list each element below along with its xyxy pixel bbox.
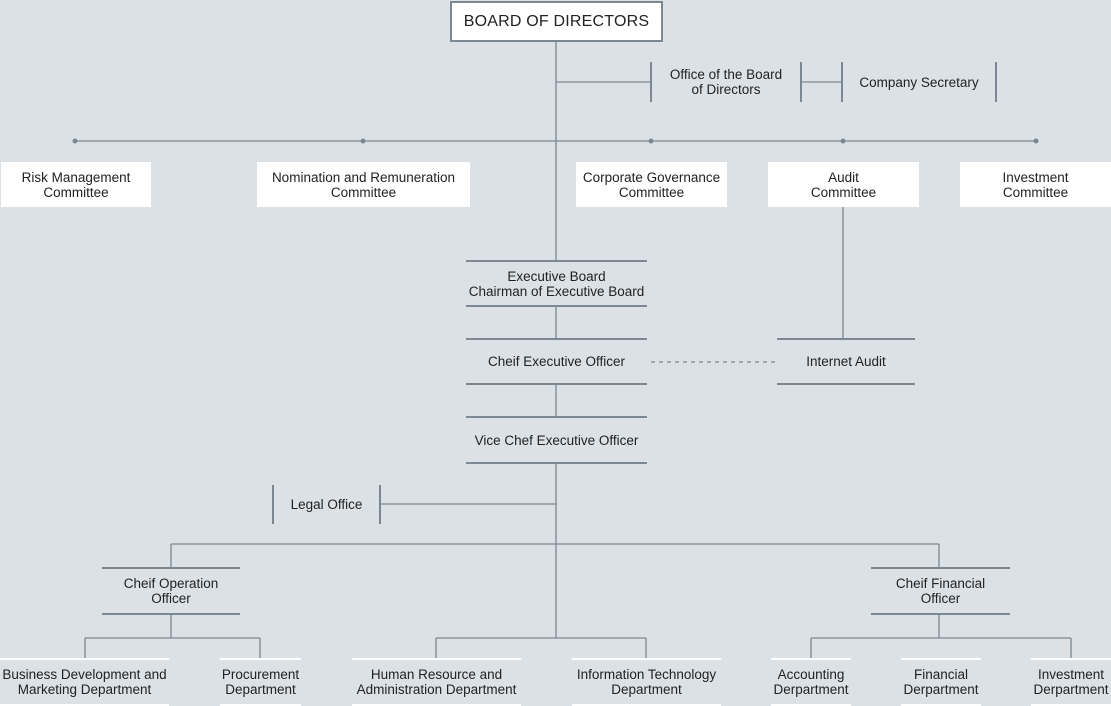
executive-board: Executive Board Chairman of Executive Bo… (466, 260, 647, 307)
dept-business-development-marketing: Business Development and Marketing Depar… (0, 658, 169, 706)
committee-nomination-remuneration: Nomination and Remuneration Committee (257, 162, 470, 207)
vice-chief-executive-officer: Vice Chef Executive Officer (466, 416, 647, 464)
bus-dot (360, 138, 366, 144)
legal-office: Legal Office (272, 485, 381, 524)
committee-investment: Investment Committee (960, 162, 1111, 207)
chief-financial-officer: Cheif Financial Officer (871, 567, 1010, 615)
board-of-directors: BOARD OF DIRECTORS (450, 1, 663, 42)
company-secretary: Company Secretary (841, 62, 997, 102)
bus-dot (840, 138, 846, 144)
chief-executive-officer: Cheif Executive Officer (466, 338, 647, 385)
dept-investment: Investment Derpartment (1031, 658, 1111, 706)
office-of-board: Office of the Board of Directors (650, 62, 802, 102)
dept-procurement: Procurement Department (220, 658, 301, 706)
committee-risk-management: Risk Management Committee (1, 162, 151, 207)
dept-financial: Financial Derpartment (901, 658, 981, 706)
committee-corporate-governance: Corporate Governance Committee (576, 162, 727, 207)
dept-information-technology: Information Technology Department (572, 658, 721, 706)
committee-audit: Audit Committee (768, 162, 919, 207)
bus-dot (1033, 138, 1039, 144)
bus-dot (72, 138, 78, 144)
bus-dot (648, 138, 654, 144)
chief-operation-officer: Cheif Operation Officer (102, 567, 240, 615)
dept-human-resource-administration: Human Resource and Administration Depart… (352, 658, 521, 706)
internal-audit: Internet Audit (777, 338, 915, 385)
dept-accounting: Accounting Derpartment (771, 658, 851, 706)
